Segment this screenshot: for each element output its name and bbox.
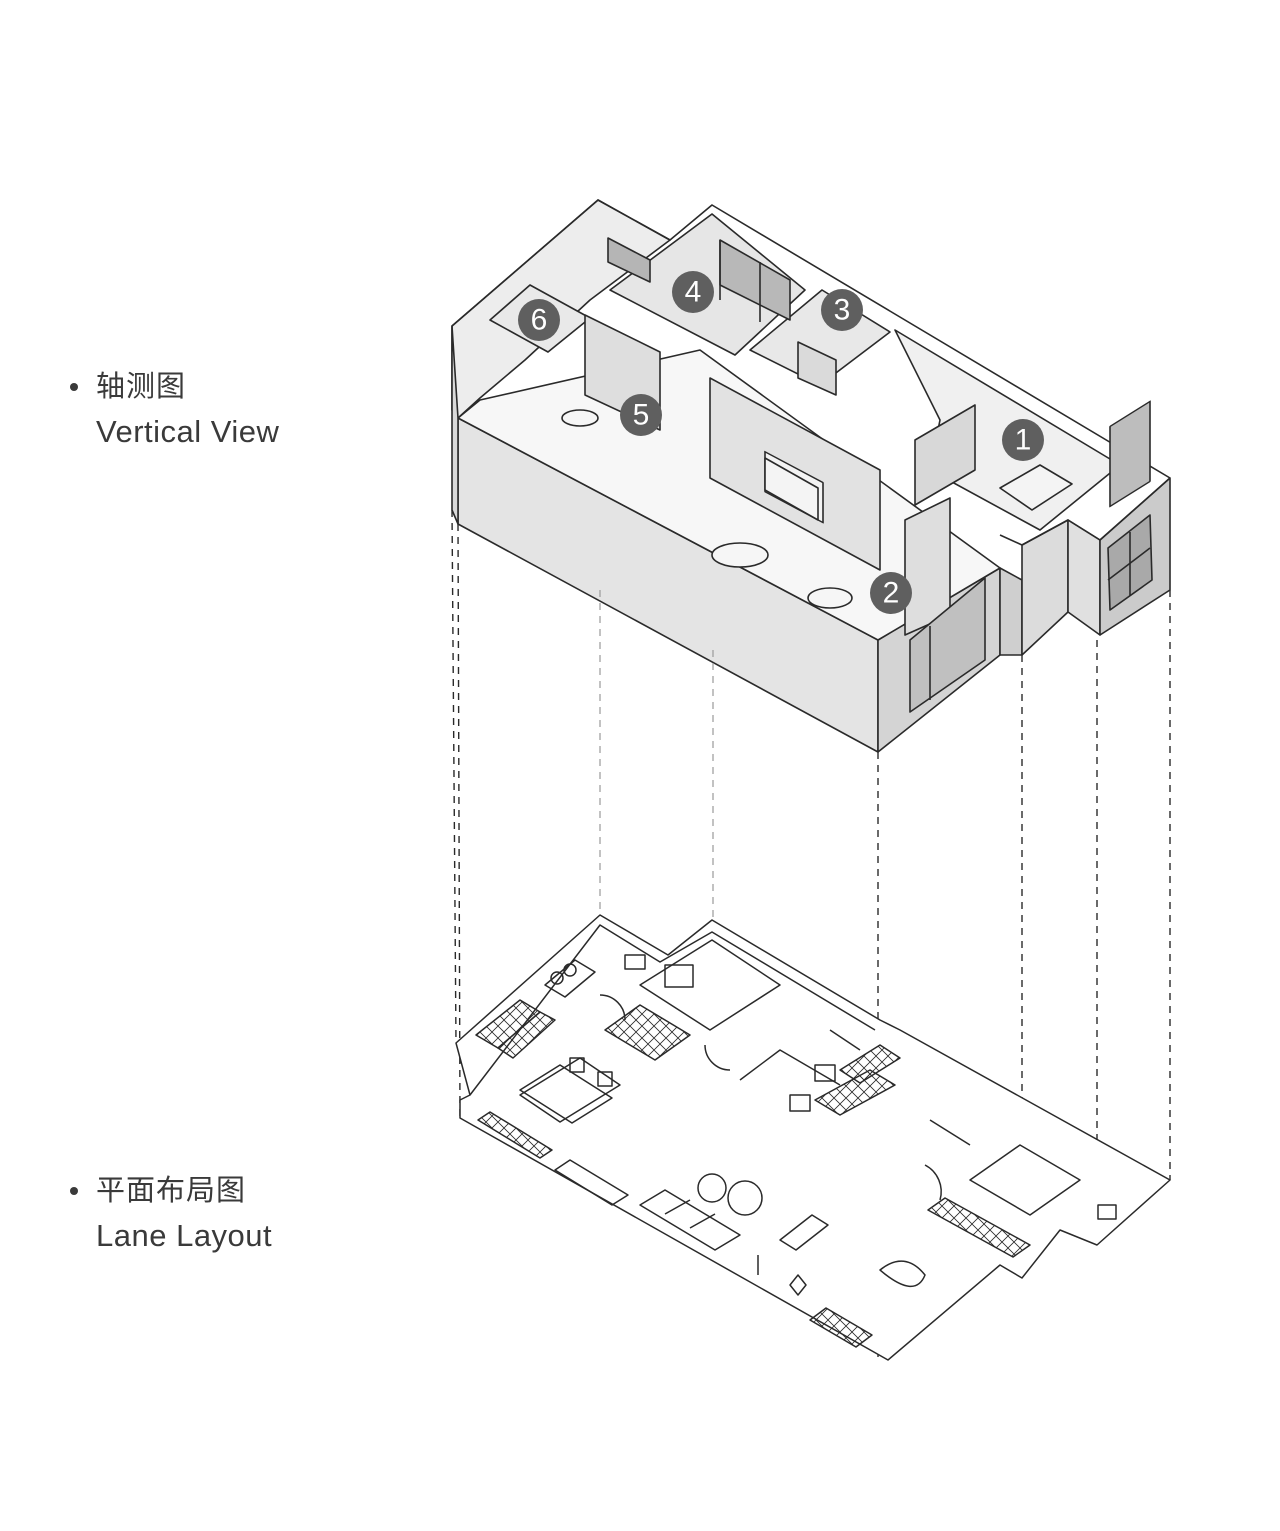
dining-stool: [569, 1057, 585, 1073]
room-marker-1-label: 1: [1015, 424, 1032, 457]
lane-layout-label: 平面布局图 Lane Layout: [70, 1172, 272, 1256]
rug: [779, 1214, 829, 1251]
sofa-seat-line: [664, 1199, 691, 1215]
bathroom-toilet: [814, 1064, 836, 1082]
room-marker-4: 4: [672, 271, 714, 313]
toilet: [664, 964, 694, 988]
stove-top: [544, 959, 596, 998]
room-marker-5-label: 5: [633, 399, 650, 432]
plan-inner-wall: [469, 924, 876, 1096]
coffee-table-round: [727, 1180, 763, 1216]
sofa: [639, 1189, 741, 1251]
room-marker-3-label: 3: [834, 294, 851, 327]
middle-block-face: [999, 567, 1023, 656]
floor-plan: [455, 914, 1171, 1361]
dining-chair: [561, 409, 599, 427]
tv-cabinet-hatched: [477, 1111, 553, 1159]
room-marker-1: 1: [1002, 419, 1044, 461]
door-swing: [599, 994, 626, 1021]
vertical-view-en: Vertical View: [96, 414, 280, 449]
room-marker-5: 5: [620, 394, 662, 436]
dining-stool: [597, 1071, 613, 1087]
bedroom-window: [1109, 400, 1151, 508]
door-swing: [924, 1164, 942, 1201]
chair: [1097, 1204, 1117, 1220]
armchair: [879, 1260, 926, 1287]
fixture-line: [829, 1029, 861, 1051]
projection-line: [451, 509, 457, 1044]
middle-block-front: [1021, 519, 1069, 656]
plan-outline: [455, 914, 1171, 1361]
bedroom-partition: [914, 404, 976, 506]
bathroom-top: [639, 939, 781, 1031]
kitchen-cabinet-hatched-2: [497, 1011, 556, 1059]
living-counter: [519, 1064, 613, 1124]
outer-top-outline: [451, 199, 1171, 479]
room-marker-3: 3: [821, 289, 863, 331]
coffee-table-round: [697, 1173, 727, 1203]
sofa-seat-line: [689, 1213, 716, 1229]
coffee-table: [711, 542, 769, 568]
lounge-chair: [807, 587, 853, 609]
room-cabinet-hatched: [814, 1069, 896, 1116]
room-marker-6: 6: [518, 299, 560, 341]
bathroom-hatched: [604, 1004, 691, 1061]
bullet-dot: [70, 383, 78, 391]
projection-line: [457, 523, 461, 1119]
lane-layout-en: Lane Layout: [96, 1218, 273, 1253]
room3-wardrobe: [797, 341, 837, 396]
sideboard: [554, 1159, 629, 1206]
hall-cabinet-hatched: [809, 1307, 873, 1348]
bedroom-bed: [969, 1144, 1081, 1216]
door-swing: [704, 1044, 731, 1071]
bedroom-wardrobe-hatched: [927, 1197, 1031, 1258]
partition-line: [929, 1119, 971, 1146]
kitchen-window: [607, 237, 651, 283]
lane-layout-cn: 平面布局图: [96, 1175, 247, 1207]
room-marker-2: 2: [870, 572, 912, 614]
plant: [789, 1274, 807, 1296]
room3-partition: [739, 1049, 841, 1086]
bed: [999, 464, 1073, 511]
tv-screen: [764, 457, 819, 521]
vertical-view-label: 轴测图 Vertical View: [70, 368, 279, 452]
axonometric-model: [451, 199, 1171, 753]
right-outer: [999, 477, 1171, 546]
window-mullion: [1107, 547, 1151, 581]
vertical-view-cn: 轴测图: [96, 371, 187, 403]
room2-glass-door: [909, 577, 986, 713]
room-marker-2-label: 2: [883, 577, 900, 610]
room-cabinet-hatched-2: [839, 1044, 901, 1084]
room-marker-6-label: 6: [531, 304, 548, 337]
kitchen-counter: [519, 1057, 621, 1123]
room-marker-4-label: 4: [685, 276, 702, 309]
bullet-dot: [70, 1187, 78, 1195]
kitchen-sink: [624, 954, 646, 970]
room-markers: 1 2 3 4 5 6: [518, 271, 1044, 614]
stove-burner: [550, 971, 564, 985]
bathroom-sink: [789, 1094, 811, 1112]
